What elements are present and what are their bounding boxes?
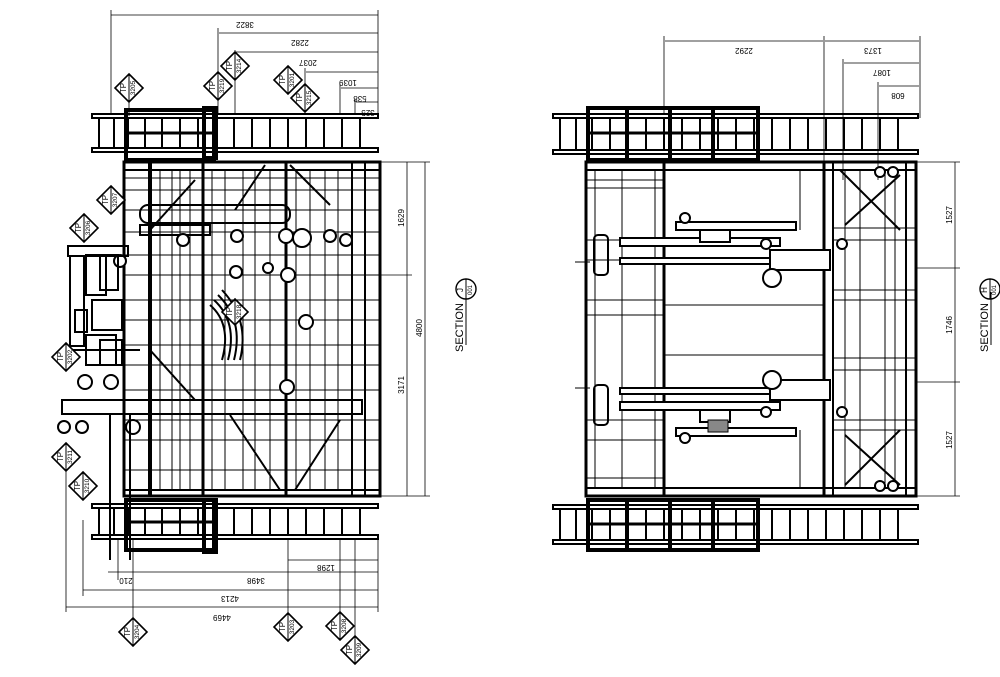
left-flanges <box>57 228 353 435</box>
svg-text:TP: TP <box>225 61 234 71</box>
svg-text:3215: 3215 <box>306 90 313 105</box>
tp-tag-3207: TP 3207 <box>95 184 127 216</box>
svg-text:3206: 3206 <box>85 220 92 235</box>
svg-text:3203: 3203 <box>289 619 296 634</box>
svg-text:TP: TP <box>295 93 304 103</box>
svg-text:TP: TP <box>208 81 217 91</box>
dim-4469: 4469 <box>213 613 231 622</box>
dim-1629: 1629 <box>397 209 406 227</box>
tp-tags-left: TP 3205 TP 3219 TP 3214 TP 3201 TP 3 <box>50 50 371 666</box>
dim-3171: 3171 <box>397 376 406 394</box>
dim-608: 608 <box>891 91 905 100</box>
svg-text:3209: 3209 <box>356 642 363 657</box>
left-equipment <box>67 245 140 560</box>
svg-text:J: J <box>456 288 465 292</box>
svg-text:TP: TP <box>278 622 287 632</box>
svg-text:001: 001 <box>468 284 474 295</box>
svg-text:3207: 3207 <box>112 192 119 207</box>
svg-text:3211: 3211 <box>67 450 74 464</box>
svg-text:3218: 3218 <box>236 304 243 319</box>
right-flanges <box>593 166 899 492</box>
svg-text:3205: 3205 <box>130 80 137 95</box>
svg-text:H: H <box>980 287 989 293</box>
left-top-dimensions: 3822 2282 2037 1039 538 325 <box>110 10 379 118</box>
dim-3498: 3498 <box>247 576 265 585</box>
dim-1527-top: 1527 <box>945 206 954 224</box>
tp-tag-3214: TP 3214 <box>219 50 251 82</box>
tp-tag-3215: TP 3215 <box>289 82 321 114</box>
left-view: 3822 2282 2037 1039 538 325 <box>50 10 477 666</box>
dim-4213: 4213 <box>221 594 239 603</box>
svg-text:TP: TP <box>74 223 83 233</box>
left-main-frame <box>57 160 382 560</box>
left-top-walkway <box>91 106 379 162</box>
svg-text:TP: TP <box>225 307 234 317</box>
svg-text:TP: TP <box>73 481 82 491</box>
right-top-dimensions: 2292 1373 1087 608 <box>663 36 921 185</box>
dim-1039: 1039 <box>339 78 357 87</box>
tp-tag-3210: TP 3210 <box>67 470 99 502</box>
svg-text:3208: 3208 <box>341 618 348 633</box>
dim-1087: 1087 <box>873 68 891 77</box>
right-side-dimensions: 1527 1746 1527 <box>916 161 960 497</box>
tp-tag-3208: TP 3208 <box>324 610 356 642</box>
svg-text:3214: 3214 <box>236 58 243 73</box>
svg-text:3204: 3204 <box>134 624 141 639</box>
svg-text:TP: TP <box>123 627 132 637</box>
svg-text:TP: TP <box>345 645 354 655</box>
svg-text:001: 001 <box>992 284 998 295</box>
dim-2292: 2292 <box>735 46 753 55</box>
dim-3822: 3822 <box>236 20 254 29</box>
right-piping-lower <box>619 379 831 437</box>
svg-text:TP: TP <box>56 352 65 362</box>
tp-tag-3218: TP 3218 <box>220 297 250 327</box>
right-piping-upper <box>619 221 831 271</box>
svg-text:3210: 3210 <box>84 478 91 493</box>
svg-text:TP: TP <box>119 83 128 93</box>
tp-tag-3204: TP 3204 <box>117 616 149 648</box>
svg-text:3201: 3201 <box>289 72 296 87</box>
left-bottom-walkway <box>91 498 379 554</box>
svg-text:TP: TP <box>101 195 110 205</box>
tp-tag-3203: TP 3203 <box>272 611 304 643</box>
tp-tag-3201: TP 3201 <box>272 64 304 96</box>
dim-538: 538 <box>353 94 367 103</box>
dim-1746: 1746 <box>945 316 954 334</box>
dim-1527-bottom: 1527 <box>945 431 954 449</box>
section-marker-h: SECTION H 001 <box>979 278 1000 352</box>
dim-210: 210 <box>119 576 133 585</box>
tp-tag-3211: TP 3211 <box>50 441 82 473</box>
tp-tag-3209: TP 3209 <box>339 634 371 666</box>
left-bottom-dimensions: 1298 3498 210 4213 4469 <box>65 460 379 622</box>
dim-2282: 2282 <box>291 38 309 47</box>
svg-text:TP: TP <box>56 452 65 462</box>
dim-2037: 2037 <box>299 58 317 67</box>
tp-tag-3219: TP 3219 <box>202 70 234 102</box>
svg-text:3219: 3219 <box>219 78 226 93</box>
svg-text:SECTION: SECTION <box>979 303 991 352</box>
svg-text:TP: TP <box>330 621 339 631</box>
hatched-block <box>707 419 729 433</box>
right-view: 2292 1373 1087 608 <box>552 36 1000 552</box>
right-bottom-walkway <box>552 498 919 552</box>
dim-1298: 1298 <box>317 563 335 572</box>
right-top-walkway <box>552 106 919 162</box>
section-marker-j: SECTION J 001 <box>454 278 477 352</box>
svg-text:3202: 3202 <box>67 349 74 364</box>
svg-text:SECTION: SECTION <box>454 303 466 352</box>
left-right-dimensions: 1629 3171 4800 <box>380 161 430 497</box>
dim-4800: 4800 <box>415 319 424 337</box>
dim-325: 325 <box>361 108 375 117</box>
tp-tag-3206: TP 3206 <box>68 212 100 244</box>
tp-tag-3202: TP 3202 <box>50 341 82 373</box>
dim-1373: 1373 <box>864 46 882 55</box>
right-main-frame <box>575 160 918 498</box>
svg-text:TP: TP <box>278 75 287 85</box>
tp-tag-3205: TP 3205 <box>113 72 145 104</box>
